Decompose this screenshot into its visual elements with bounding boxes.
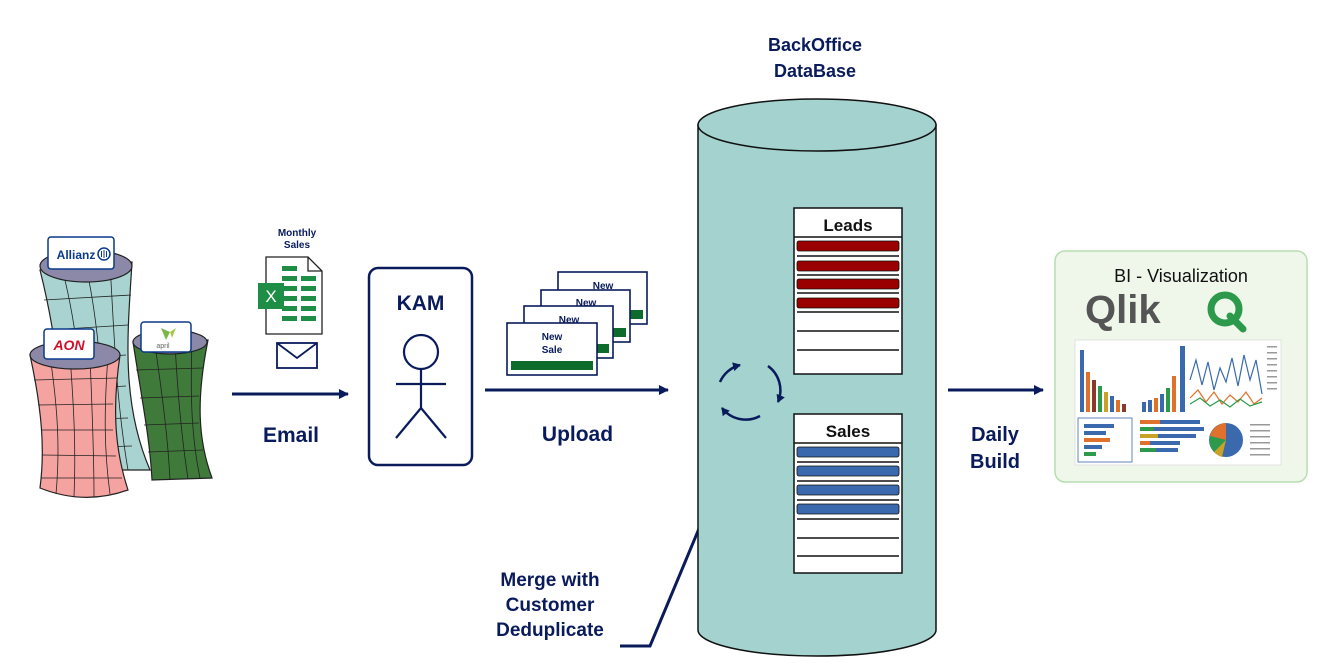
mail-envelope-icon	[276, 342, 318, 369]
new-sale-card-label: New	[593, 281, 614, 292]
excel-spreadsheet-icon: X	[258, 256, 323, 335]
new-sale-card-label: New	[576, 298, 597, 309]
new-sale-card-label-line-2: Sale	[542, 345, 563, 356]
email-label: Email	[262, 424, 320, 447]
qlik-logo: Qlik	[1085, 288, 1247, 333]
april-logo-text: april	[156, 343, 170, 350]
thumbnail-bar-chart	[1142, 346, 1185, 412]
allianz-logo: Allianz	[47, 236, 115, 270]
thumbnail-bar-chart	[1080, 350, 1126, 412]
thumbnail-hbar-chart	[1077, 417, 1133, 463]
qlik-logo-text: Qlik	[1085, 288, 1161, 332]
aon-logo-text: AON	[52, 337, 85, 353]
merge-line-3: Deduplicate	[496, 620, 604, 641]
kam-actor-box	[367, 266, 474, 467]
bi-visualization-panel: Qlik	[1054, 250, 1308, 483]
stick-figure-icon	[395, 333, 447, 439]
leads-table-title: Leads	[823, 216, 872, 235]
excel-caption-line-1: Monthly	[277, 228, 317, 239]
thumbnail-stacked-bars	[1140, 420, 1204, 452]
merge-line-1: Merge with	[500, 570, 600, 591]
upload-label: Upload	[541, 423, 614, 446]
allianz-logo-text: Allianz	[57, 248, 96, 262]
dashboard-thumbnail	[1074, 339, 1282, 466]
excel-caption: Monthly Sales	[262, 228, 332, 252]
leads-table: Leads	[793, 207, 903, 375]
thumbnail-line-chart	[1189, 354, 1263, 408]
merge-deduplicate-label: Merge with Customer Deduplicate	[445, 568, 655, 643]
bi-visualization-title: BI - Visualization	[1114, 266, 1248, 286]
excel-caption-line-2: Sales	[283, 240, 311, 251]
new-sale-card-label-line-1: New	[542, 332, 563, 343]
new-sale-cards-stack: New New New New Sale	[506, 271, 648, 376]
sync-cycle-icon	[718, 362, 785, 421]
database-title-line-2: DataBase	[773, 61, 857, 81]
database-title-line-1: BackOffice	[767, 35, 863, 55]
daily-build-line-1: Daily	[971, 424, 1019, 446]
sales-table-title: Sales	[826, 422, 870, 441]
thumbnail-pie-chart	[1209, 423, 1243, 457]
merge-line-2: Customer	[505, 595, 595, 616]
daily-build-line-2: Build	[970, 451, 1020, 473]
kam-label: KAM	[396, 292, 445, 315]
new-sale-card-label: New	[559, 315, 580, 326]
new-sale-card-front: New Sale	[506, 322, 598, 376]
excel-x-letter: X	[265, 287, 276, 306]
aon-logo: AON	[43, 328, 95, 360]
aon-tower	[29, 340, 129, 498]
april-logo: april	[140, 321, 192, 353]
database-title: BackOffice DataBase	[730, 32, 900, 84]
insurer-towers-illustration: Allianz AON april	[29, 236, 213, 498]
daily-build-label: Daily Build	[945, 422, 1045, 476]
sales-table: Sales	[793, 413, 903, 574]
